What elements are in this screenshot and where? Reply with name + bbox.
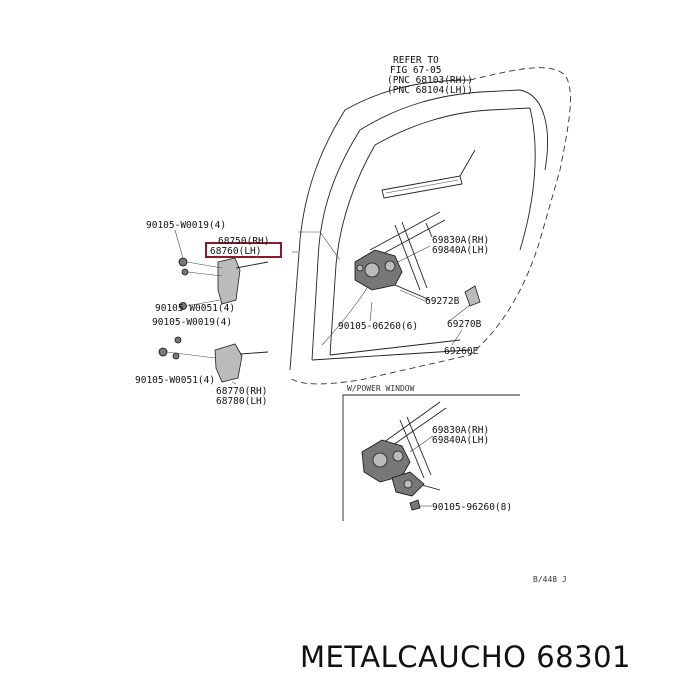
inset-label-regulator-rh: 69830A(RH) [432, 425, 489, 436]
label-hinge-lower-rh: 68770(RH) [216, 386, 267, 397]
window-regulator [354, 211, 481, 307]
label-hinge-upper-rh: 68750(RH) [218, 236, 269, 247]
label-regulator-lh: 69840A(LH) [432, 245, 489, 256]
label-bolt-w0019-mid: 90105-W0019(4) [152, 317, 232, 328]
label-69272b: 69272B [425, 296, 460, 307]
label-69260e: 69260E [444, 346, 479, 357]
inset-label-regulator-lh: 69840A(LH) [432, 435, 489, 446]
label-69270b: 69270B [447, 319, 482, 330]
label-bolt-w0051-top: 90105 W0051(4) [155, 303, 235, 314]
label-bolt-06260: 90105-06260(6) [338, 321, 418, 332]
refer-note: REFER TO FIG 67-05 (PNC 68103(RH)) (PNC … [387, 55, 473, 96]
leader-lines [174, 229, 471, 385]
door-outline [289, 67, 571, 385]
inset-title: W/POWER WINDOW [347, 384, 415, 393]
highlight-box [205, 242, 282, 258]
label-bolt-w0051-bot: 90105-W0051(4) [135, 375, 215, 386]
glass-channel [381, 149, 476, 199]
label-hinge-upper-lh: 68760(LH) [210, 246, 261, 257]
label-regulator-rh: 69830A(RH) [432, 235, 489, 246]
refer-line-1: REFER TO [393, 55, 439, 66]
power-window-inset: W/POWER WINDOW 69830A(RH) 69840A(LH) 901… [342, 384, 520, 521]
brand-part-number: METALCAUCHO 68301 [300, 640, 631, 674]
label-bolt-w0019-top: 90105-W0019(4) [146, 220, 226, 231]
upper-hinge [174, 257, 269, 344]
refer-line-3: (PNC 68103(RH)) [387, 75, 473, 86]
inset-label-bolt: 90105-96260(8) [432, 502, 512, 513]
refer-line-4: (PNC 68104(LH)) [387, 85, 473, 96]
figure-code: B/448 J [533, 575, 567, 584]
lower-hinge [158, 343, 269, 383]
refer-line-2: FIG 67-05 [390, 65, 441, 76]
label-hinge-lower-lh: 68780(LH) [216, 396, 267, 407]
